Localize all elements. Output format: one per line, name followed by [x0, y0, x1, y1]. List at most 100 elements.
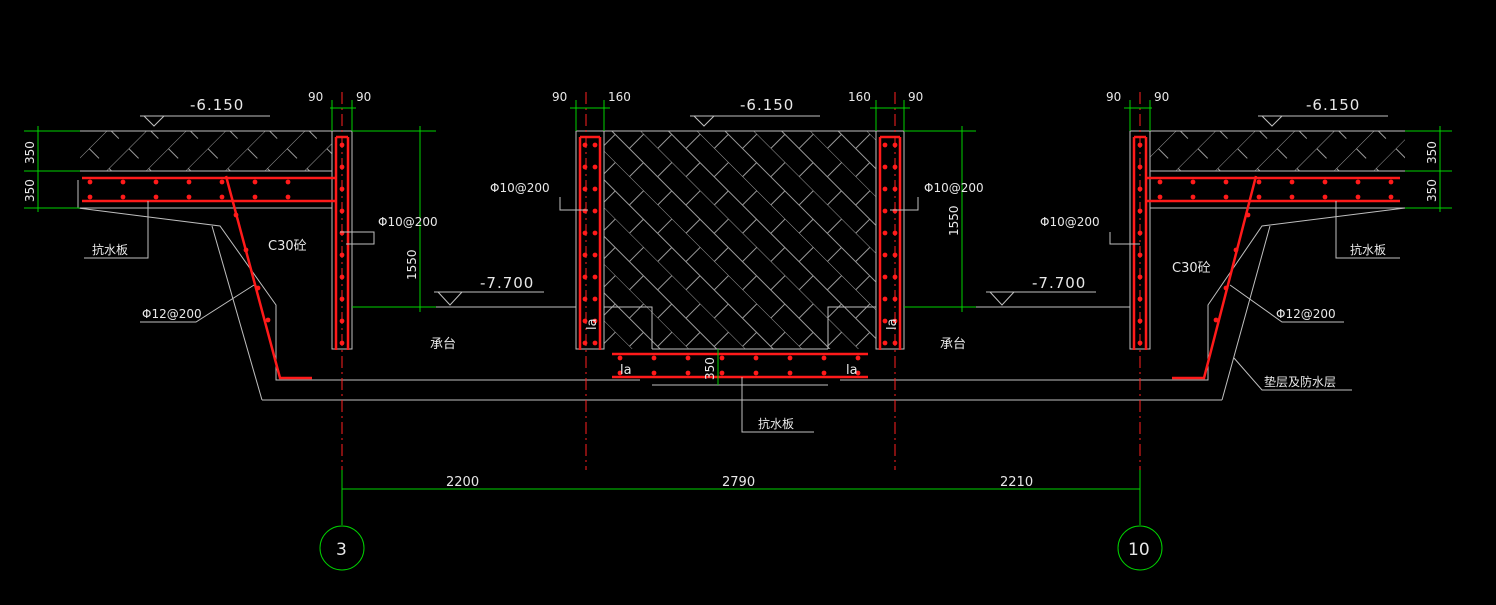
rebar-dot [153, 194, 159, 200]
rebar-dot [1355, 194, 1361, 200]
dim-w160b: 160 [848, 90, 871, 104]
label-la-3: la [620, 363, 632, 378]
dim-h350b: 350 [23, 179, 37, 202]
rebar-dot [719, 370, 725, 376]
rebar-dot [592, 230, 598, 236]
label-la-2: la [885, 318, 900, 330]
rebar-dot [87, 179, 93, 185]
rebar-dot [582, 252, 588, 258]
rebar-dot [153, 179, 159, 185]
label-la-4: la [846, 363, 858, 378]
label-waterproof: 垫层及防水层 [1264, 374, 1336, 389]
rebar-dot [243, 247, 249, 253]
rebar-dot [1223, 179, 1229, 185]
elev-bot-left: -7.700 [480, 274, 534, 292]
rebar-dot [753, 370, 759, 376]
rebar-dot [1355, 179, 1361, 185]
label-phi10-d: Φ10@200 [1040, 215, 1100, 229]
elev-top-left: -6.150 [190, 96, 244, 114]
label-slab-b: 抗水板 [1350, 242, 1386, 257]
rebar-dot [582, 164, 588, 170]
label-slab-a: 抗水板 [92, 242, 128, 257]
rebar-dot [787, 355, 793, 361]
rebar-dot [87, 194, 93, 200]
rebar-dot [582, 274, 588, 280]
rebar-dot [233, 212, 239, 218]
rebar-dot [1157, 179, 1163, 185]
elev-bot-right: -7.700 [1032, 274, 1086, 292]
rebar-dot [592, 208, 598, 214]
rebar-dot [592, 186, 598, 192]
rebar-dot [1322, 179, 1328, 185]
dim-w90c: 90 [552, 90, 567, 104]
rebar-dot [1256, 179, 1262, 185]
dim-h1550a: 1550 [405, 249, 419, 280]
soil-hatch-right [1150, 131, 1405, 171]
leader-lines [84, 197, 1400, 433]
label-phi10-a: Φ10@200 [378, 215, 438, 229]
rebar-dot [1289, 179, 1295, 185]
label-phi12-b: Φ12@200 [1276, 307, 1336, 321]
label-cap-b: 承台 [940, 337, 966, 352]
rebar-dot [882, 142, 888, 148]
rebar-dot [882, 230, 888, 236]
dim-h1550b: 1550 [947, 205, 961, 236]
rebar-dot [120, 194, 126, 200]
dim-w160a: 160 [608, 90, 631, 104]
rebar-dot [1233, 247, 1239, 253]
dim-span2: 2790 [722, 475, 755, 490]
rebar-dot [651, 355, 657, 361]
rebar-dot [882, 164, 888, 170]
rebar-dot [186, 179, 192, 185]
rebar-dot [651, 370, 657, 376]
rebar-dot [1322, 194, 1328, 200]
rebar-dot [1213, 317, 1219, 323]
rebar-dot [592, 142, 598, 148]
rebar-dot [265, 317, 271, 323]
elevation-markers [140, 115, 1388, 306]
elev-top-right: -6.150 [1306, 96, 1360, 114]
rebar-dot [617, 370, 623, 376]
rebar-dot [753, 355, 759, 361]
rebar-dot [186, 194, 192, 200]
rebar-dot [882, 274, 888, 280]
rebar-dot [1190, 194, 1196, 200]
rebar-dot [592, 340, 598, 346]
rebar-dot [582, 340, 588, 346]
rebar-dot [882, 186, 888, 192]
rebar-dot [1388, 179, 1394, 185]
label-phi12-a: Φ12@200 [142, 307, 202, 321]
rebar-dot [1223, 194, 1229, 200]
rebar-dot [1388, 194, 1394, 200]
dim-w90e: 90 [1106, 90, 1121, 104]
axis-center-lines [341, 92, 1141, 525]
rebar-dot [582, 230, 588, 236]
rebar-dot [120, 179, 126, 185]
label-concrete-a: C30砼 [268, 239, 307, 254]
label-la-1: la [585, 318, 600, 330]
dim-w90b: 90 [356, 90, 371, 104]
rebar-dot [1245, 212, 1251, 218]
rebar-dot [787, 370, 793, 376]
rebar-dot [252, 179, 258, 185]
dim-w90d: 90 [908, 90, 923, 104]
rebar-dot [882, 340, 888, 346]
dim-h350d: 350 [1425, 179, 1439, 202]
dim-h350a: 350 [23, 141, 37, 164]
rebar-dot [617, 355, 623, 361]
rebar-dot [685, 355, 691, 361]
soil-hatch-left [80, 131, 332, 171]
rebar-dot [285, 179, 291, 185]
rebar-dot [855, 355, 861, 361]
rebar-dot [882, 296, 888, 302]
rebar-dot [285, 194, 291, 200]
rebar-dot [592, 318, 598, 324]
structure-outline [77, 130, 1406, 401]
rebar-dot [582, 142, 588, 148]
rebar-dot [219, 179, 225, 185]
rebar-dot [219, 194, 225, 200]
rebar-dot [1256, 194, 1262, 200]
rebar-dot [1190, 179, 1196, 185]
label-phi10-b: Φ10@200 [490, 181, 550, 195]
dimension-lines [24, 100, 1452, 571]
